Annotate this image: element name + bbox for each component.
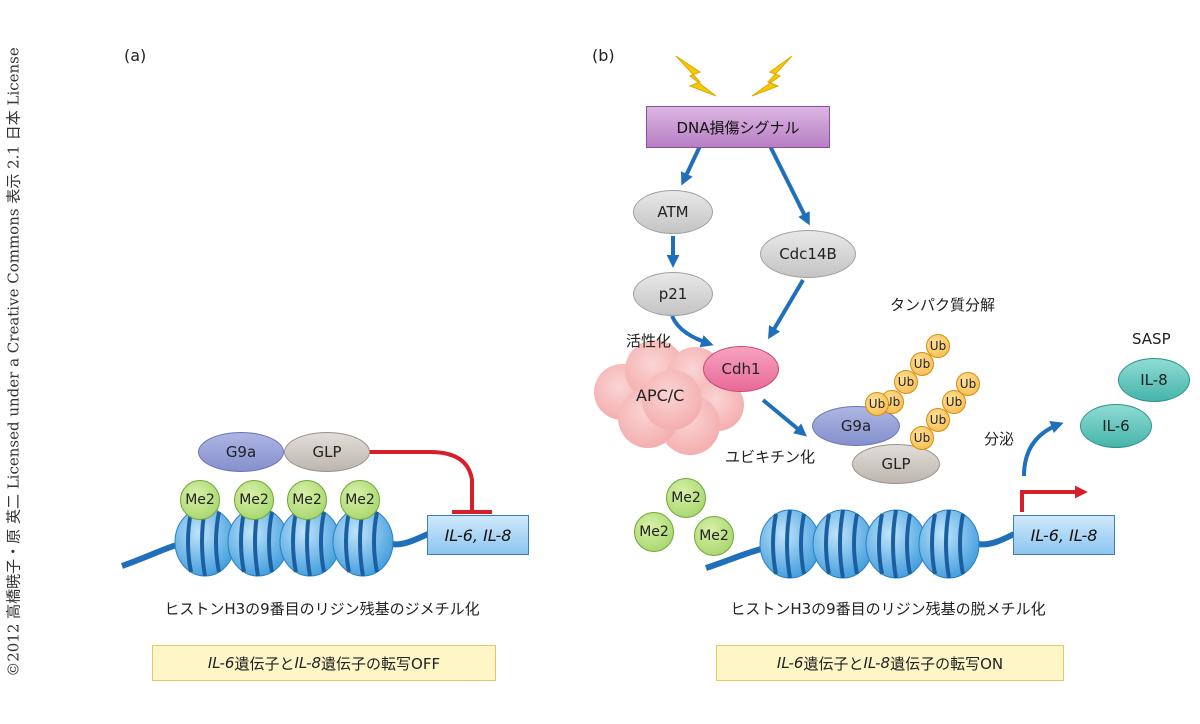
dna-strand-a <box>120 541 181 569</box>
ubiquitin-1: Ub <box>926 334 950 358</box>
il6-node: IL-6 <box>1080 404 1152 448</box>
cdh1-node: Cdh1 <box>703 346 779 392</box>
status-end: 遺伝子の転写OFF <box>321 654 441 673</box>
dna-damage-signal-box: DNA損傷シグナル <box>646 106 830 148</box>
ubiquitination-label: ユビキチン化 <box>725 448 816 466</box>
me2-mark-a-3: Me2 <box>287 480 327 520</box>
caption-a: ヒストンH3の9番目のリジン残基のジメチル化 <box>164 600 480 618</box>
ubiquitin-5: Ub <box>865 392 889 416</box>
gene-box-a: IL-6, IL-8 <box>427 515 529 555</box>
ubiquitin-9: Ub <box>910 426 934 450</box>
ubiquitin-6: Ub <box>956 372 980 396</box>
ubiquitin-3: Ub <box>894 370 918 394</box>
ubiquitin-8: Ub <box>926 408 950 432</box>
lightning-bolt-left <box>675 55 717 97</box>
cdc14b-node: Cdc14B <box>760 230 856 278</box>
me2-mark-a-4: Me2 <box>340 480 380 520</box>
arrow-dna-to-atm <box>681 145 702 186</box>
me2-free-1: Me2 <box>666 478 706 518</box>
dna-strand-a-right <box>391 531 430 548</box>
g9a-protein-a: G9a <box>198 432 284 472</box>
atm-node: ATM <box>633 190 713 234</box>
arrow-cdh1-to-g9a <box>761 398 807 437</box>
secretion-label: 分泌 <box>984 430 1015 448</box>
arrow-cdc14b-to-cdh1 <box>768 278 805 340</box>
status-mid-b: 遺伝子と <box>803 654 864 673</box>
status-gene-a-b: IL-6 <box>776 654 804 672</box>
glp-protein-b: GLP <box>852 444 940 484</box>
lightning-bolt-right <box>751 55 793 97</box>
dna-strand-b-right <box>977 531 1016 548</box>
arrow-secretion <box>1022 421 1064 477</box>
activation-label: 活性化 <box>626 332 672 350</box>
status-gene-a: IL-6 <box>207 654 235 672</box>
g9a-protein-b: G9a <box>812 406 900 446</box>
me2-mark-a-2: Me2 <box>234 480 274 520</box>
status-end-b: 遺伝子の転写ON <box>890 654 1004 673</box>
ubiquitin-2: Ub <box>910 352 934 376</box>
glp-protein-a: GLP <box>284 432 370 472</box>
status-gene-b: IL-8 <box>294 654 322 672</box>
panel-a-label: (a) <box>124 46 147 65</box>
me2-free-2: Me2 <box>634 512 674 552</box>
sasp-label: SASP <box>1132 330 1171 348</box>
caption-b: ヒストンH3の9番目のリジン残基の脱メチル化 <box>730 600 1046 618</box>
arrow-p21-to-cdh1 <box>670 315 714 348</box>
ubiquitin-7: Ub <box>942 390 966 414</box>
panel-b-label: (b) <box>592 46 615 65</box>
apcc-cloud <box>594 340 744 455</box>
p21-node: p21 <box>633 272 713 316</box>
arrow-dna-to-cdc14b <box>768 145 810 226</box>
gene-box-b: IL-6, IL-8 <box>1013 515 1115 555</box>
status-gene-b-b: IL-8 <box>863 654 891 672</box>
il8-node: IL-8 <box>1118 358 1190 402</box>
apcc-label: APC/C <box>636 386 685 405</box>
me2-free-3: Me2 <box>694 516 734 556</box>
transcription-on-arrow <box>1020 485 1088 512</box>
inhibition-line <box>368 450 474 512</box>
protein-degradation-label: タンパク質分解 <box>890 296 996 314</box>
me2-mark-a-1: Me2 <box>180 480 220 520</box>
nucleosomes-b <box>759 509 980 579</box>
status-mid: 遺伝子と <box>234 654 295 673</box>
